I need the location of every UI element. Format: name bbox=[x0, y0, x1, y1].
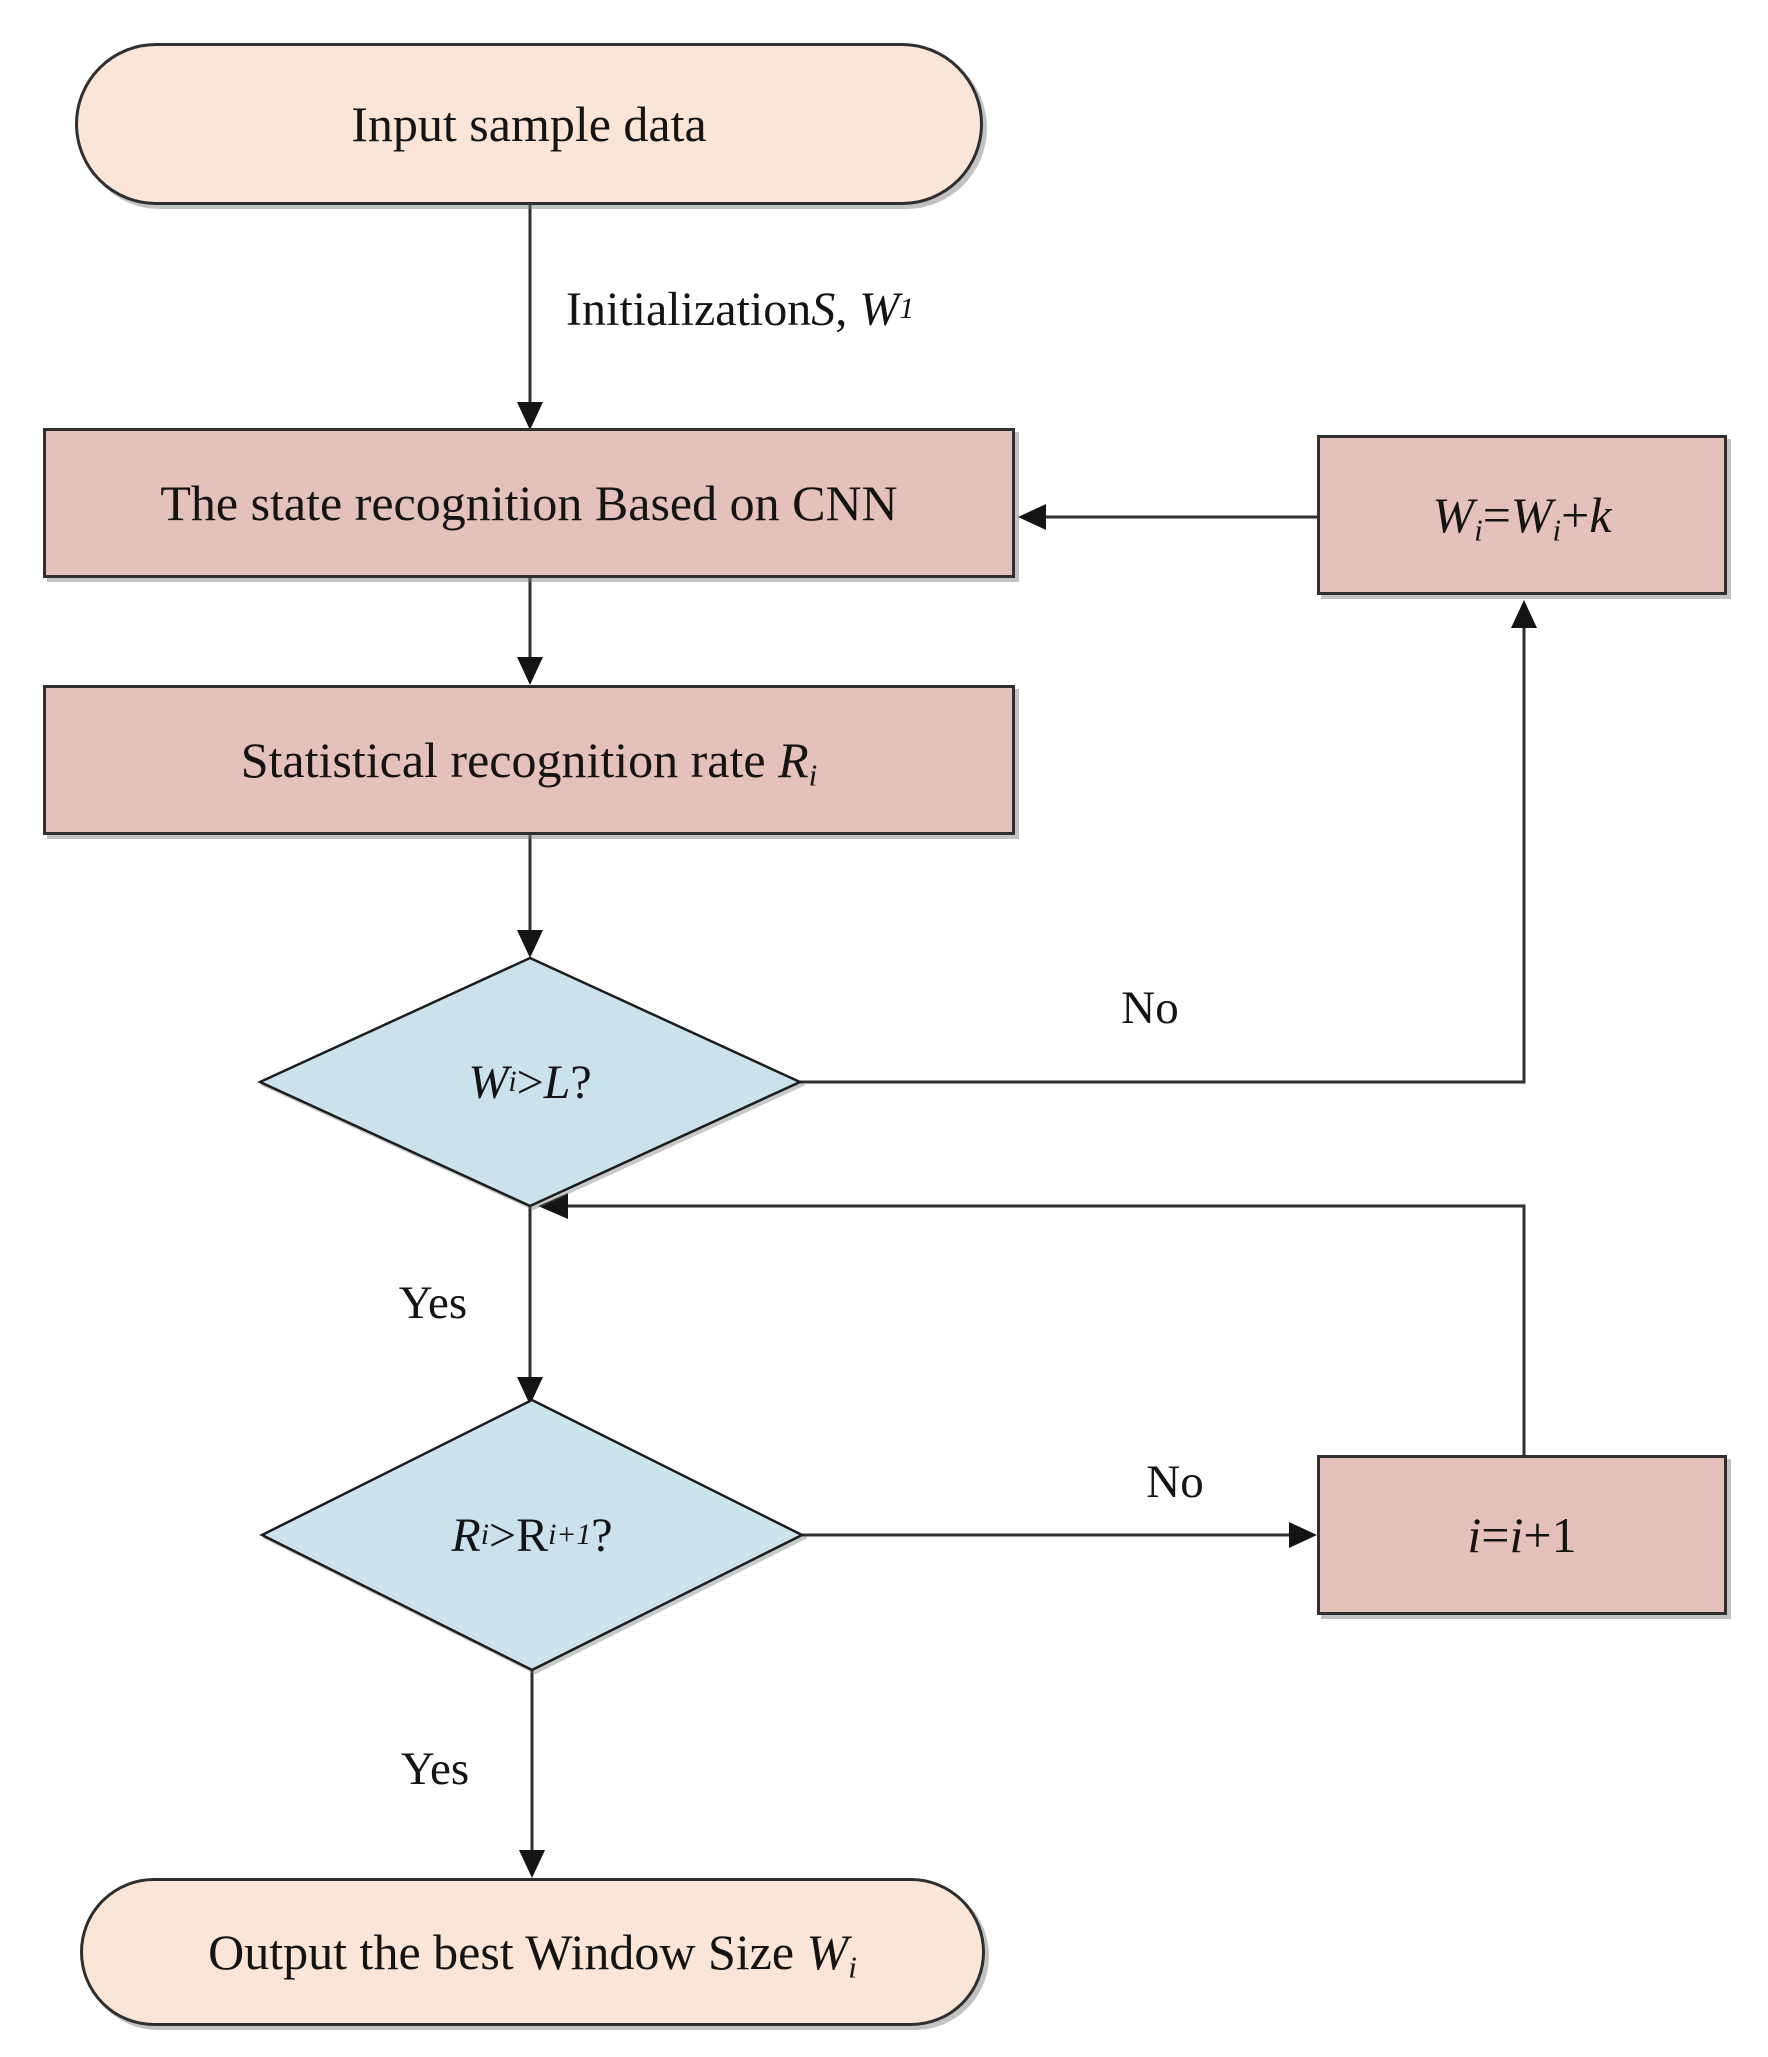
node-inc: i=i+1 bbox=[1317, 1455, 1727, 1615]
no2-label: No bbox=[1100, 1447, 1250, 1517]
arrowhead-input-to-cnn bbox=[517, 402, 543, 430]
output-text: Output the best Window Size bbox=[208, 1923, 807, 1980]
yes2-label: Yes bbox=[360, 1734, 510, 1804]
arrowhead-wk-to-cnn bbox=[1018, 504, 1046, 530]
yes1-text: Yes bbox=[398, 1277, 468, 1329]
node-output: Output the best Window Size Wi bbox=[80, 1878, 985, 2026]
d1-sub1: i bbox=[508, 1065, 517, 1098]
init-comma: , bbox=[835, 282, 860, 336]
inc-eq: = bbox=[1481, 1506, 1510, 1563]
arrowhead-inc-return bbox=[538, 1193, 568, 1219]
inc-i1: i bbox=[1467, 1506, 1482, 1563]
d2-sub1: i bbox=[480, 1518, 489, 1551]
init-var-w: W bbox=[859, 282, 900, 336]
node-input: Input sample data bbox=[75, 43, 983, 205]
arrowhead-decision1-yes bbox=[517, 1377, 543, 1405]
d2-sub2: i+1 bbox=[548, 1518, 592, 1551]
node-wk-formula: Wi=Wi+k bbox=[1432, 486, 1612, 545]
no2-text: No bbox=[1146, 1456, 1204, 1508]
arrowhead-cnn-to-stat bbox=[517, 657, 543, 685]
wk-plus: + bbox=[1561, 486, 1590, 543]
init-edge-label: Initialization S , W 1 bbox=[566, 266, 1126, 352]
d1-op: > bbox=[516, 1055, 544, 1109]
arrowhead-decision2-no bbox=[1289, 1522, 1317, 1548]
node-cnn-label: The state recognition Based on CNN bbox=[160, 474, 898, 531]
stat-text: Statistical recognition rate bbox=[240, 731, 779, 788]
stat-var: R bbox=[778, 731, 809, 788]
wk-sub1: i bbox=[1474, 512, 1483, 548]
wk-k: k bbox=[1589, 486, 1612, 543]
no1-label: No bbox=[1075, 973, 1225, 1043]
node-output-label: Output the best Window Size Wi bbox=[208, 1923, 857, 1982]
wk-var2: W bbox=[1510, 486, 1553, 543]
yes1-label: Yes bbox=[358, 1268, 508, 1338]
edge-inc-return bbox=[568, 1204, 1526, 1455]
yes2-text: Yes bbox=[400, 1743, 470, 1795]
node-cnn: The state recognition Based on CNN bbox=[43, 428, 1015, 578]
d2-op: > bbox=[488, 1508, 517, 1562]
output-sub: i bbox=[848, 1949, 857, 1985]
wk-sub2: i bbox=[1552, 512, 1562, 548]
init-text: Initialization bbox=[566, 282, 812, 336]
node-stat-label: Statistical recognition rate Ri bbox=[240, 731, 818, 790]
decision1-shape bbox=[257, 956, 803, 1208]
inc-i2: i bbox=[1509, 1506, 1524, 1563]
d2-var2: R bbox=[516, 1508, 549, 1562]
arrowhead-decision2-yes bbox=[519, 1850, 545, 1878]
wk-var1: W bbox=[1432, 486, 1475, 543]
node-wk: Wi=Wi+k bbox=[1317, 435, 1727, 595]
d1-var1: W bbox=[468, 1055, 509, 1109]
d1-q: ? bbox=[570, 1055, 592, 1109]
node-stat: Statistical recognition rate Ri bbox=[43, 685, 1015, 835]
edge-decision1-no bbox=[800, 628, 1526, 1084]
arrowhead-stat-to-decision1 bbox=[517, 930, 543, 958]
arrowhead-decision1-no bbox=[1511, 600, 1537, 628]
stat-sub: i bbox=[808, 757, 818, 793]
node-input-label: Input sample data bbox=[351, 95, 707, 152]
node-inc-formula: i=i+1 bbox=[1467, 1506, 1577, 1563]
wk-eq: = bbox=[1482, 486, 1511, 543]
init-sub-1: 1 bbox=[899, 292, 915, 325]
inc-plus1: +1 bbox=[1523, 1506, 1577, 1563]
d2-q: ? bbox=[591, 1508, 613, 1562]
d2-var1: R bbox=[451, 1508, 481, 1562]
decision2-shape bbox=[259, 1398, 805, 1672]
no1-text: No bbox=[1121, 982, 1179, 1034]
output-var: W bbox=[806, 1923, 849, 1980]
init-var-s: S bbox=[811, 282, 836, 336]
d1-var2: L bbox=[543, 1055, 571, 1109]
